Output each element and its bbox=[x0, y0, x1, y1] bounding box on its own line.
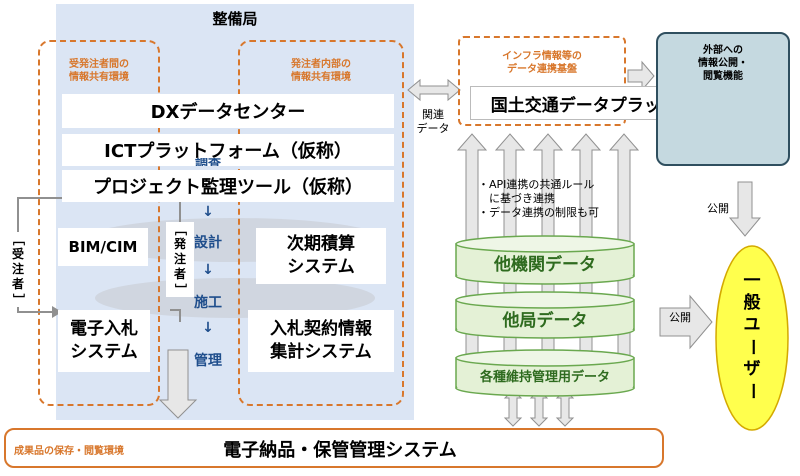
e-bidding-box: 電子入札 システム bbox=[58, 310, 150, 372]
e-bidding-line2: システム bbox=[70, 342, 138, 362]
external-line2: 情報公開・ bbox=[698, 58, 748, 69]
user-char-1: 一 bbox=[743, 271, 761, 291]
orderer-char-2: 注 bbox=[173, 252, 186, 266]
estimation-line1: 次期積算 bbox=[287, 234, 355, 254]
api-notes: ・API連携の共通ルール に基づき連携 ・データ連携の制限も可 bbox=[478, 178, 648, 220]
left-group-label: 受発注者間の 情報共有環境 bbox=[40, 58, 158, 84]
public-label-side: 公開 bbox=[669, 311, 691, 324]
api-note-line1: ・API連携の共通ルール bbox=[478, 178, 595, 191]
flow-arrow-1: ↓ bbox=[202, 204, 214, 220]
contract-info-box: 入札契約情報 集計システム bbox=[248, 310, 394, 372]
contractor-arrowhead bbox=[52, 306, 62, 318]
link-label-line2: データ bbox=[416, 122, 450, 135]
external-publish-box: 外部への 情報公開・ 閲覧機能 bbox=[656, 32, 790, 166]
public-label-top: 公開 bbox=[707, 202, 729, 215]
flow-arrow-2: ↓ bbox=[202, 262, 214, 278]
user-char-2: 般 bbox=[743, 293, 761, 313]
orderer-bracket-bottom bbox=[170, 309, 181, 322]
user-char-4: ー bbox=[742, 338, 762, 356]
contractor-char-2: 注 bbox=[11, 262, 24, 276]
flow-arrow-3: ↓ bbox=[202, 320, 214, 336]
contractor-char-3: 者 bbox=[11, 277, 24, 291]
infra-group bbox=[458, 36, 626, 126]
orderer-char-3: 者 bbox=[173, 267, 186, 281]
right-group-label-line2: 情報共有環境 bbox=[291, 72, 351, 83]
link-double-arrow bbox=[407, 78, 461, 102]
left-group-label-line1: 受発注者間の bbox=[69, 59, 129, 70]
archive-system-name: 電子納品・保管管理システム bbox=[223, 440, 457, 461]
cylinder-label-maintenance: 各種維持管理用データ bbox=[479, 370, 610, 385]
bureau-title: 整備局 bbox=[212, 10, 258, 28]
link-label: 関連 データ bbox=[410, 108, 456, 136]
cylinder-maintenance bbox=[455, 349, 635, 397]
contract-info-line2: 集計システム bbox=[270, 342, 372, 362]
cylinder-label-other-agencies: 他機関データ bbox=[494, 255, 596, 275]
external-line3: 閲覧機能 bbox=[703, 71, 743, 82]
archive-label: 成果品の保存・閲覧環境 bbox=[14, 446, 124, 457]
dx-data-center-bar: DXデータセンター bbox=[62, 94, 394, 128]
swirl-ellipse-2 bbox=[95, 278, 375, 318]
right-sharing-group bbox=[238, 40, 404, 406]
contractor-char-1: 受 bbox=[11, 247, 24, 261]
orderer-char-1: 発 bbox=[173, 237, 186, 251]
orderer-label: ［ 発 注 者 ］ bbox=[166, 222, 194, 297]
general-user-label: 一 般 ユ ー ザ ー bbox=[732, 270, 772, 402]
down-arrow-public bbox=[728, 181, 762, 237]
cylinder-other-bureaus bbox=[455, 291, 635, 339]
right-arrow-public bbox=[659, 294, 713, 350]
flow-build: 施工 bbox=[194, 295, 222, 311]
user-char-3: ユ bbox=[743, 315, 761, 335]
cylinder-label-other-bureaus: 他局データ bbox=[502, 311, 588, 331]
e-bidding-line1: 電子入札 bbox=[70, 319, 138, 339]
left-sharing-group bbox=[38, 40, 160, 406]
right-group-label: 発注者内部の 情報共有環境 bbox=[240, 58, 402, 84]
infra-label-line2: データ連携基盤 bbox=[507, 64, 577, 75]
link-label-line1: 関連 bbox=[422, 108, 444, 121]
ict-platform-bar: ICTプラットフォーム（仮称） bbox=[62, 134, 394, 166]
archive-bar bbox=[4, 428, 664, 468]
project-tool-bar: プロジェクト監理ツール（仮称） bbox=[62, 170, 394, 202]
estimation-line2: システム bbox=[287, 257, 355, 277]
bim-cim-box: BIM/CIM bbox=[58, 228, 148, 266]
cylinder-other-agencies bbox=[455, 235, 635, 285]
arrow-to-external bbox=[627, 60, 655, 92]
infra-label: インフラ情報等の データ連携基盤 bbox=[460, 50, 624, 76]
contractor-label: ［ 受 注 者 ］ bbox=[4, 232, 32, 307]
contractor-bracket-top bbox=[17, 197, 62, 232]
api-note-line3: ・データ連携の制限も可 bbox=[478, 206, 599, 219]
general-user-ellipse bbox=[715, 245, 789, 431]
right-group-label-line1: 発注者内部の bbox=[291, 59, 351, 70]
flow-partial-label: 調査 bbox=[194, 158, 221, 166]
api-note-line2: に基づき連携 bbox=[478, 192, 555, 205]
flow-design: 設計 bbox=[194, 235, 222, 251]
flow-manage: 管理 bbox=[194, 353, 222, 369]
user-char-6: ー bbox=[742, 382, 762, 400]
user-char-5: ザ bbox=[743, 359, 761, 379]
contract-info-line1: 入札契約情報 bbox=[270, 319, 372, 339]
left-group-label-line2: 情報共有環境 bbox=[69, 72, 129, 83]
infra-label-line1: インフラ情報等の bbox=[502, 51, 582, 62]
external-line1: 外部への bbox=[703, 45, 743, 56]
down-arrow-to-archive bbox=[158, 349, 198, 419]
estimation-box: 次期積算 システム bbox=[256, 228, 386, 284]
